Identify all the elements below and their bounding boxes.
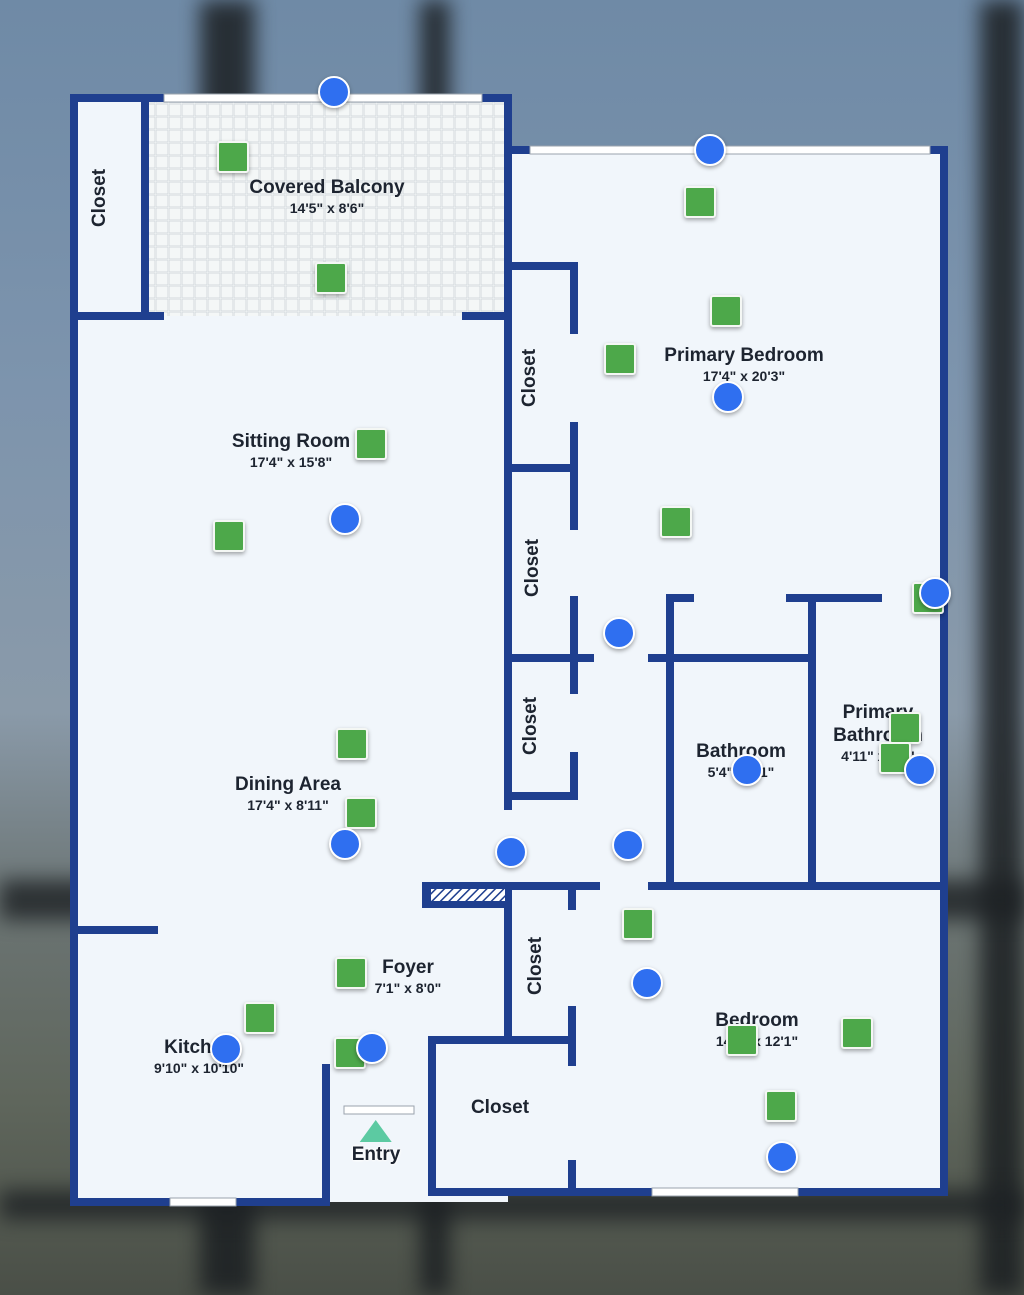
closet-label: Closet	[519, 348, 540, 408]
closet-label: Closet	[522, 538, 543, 598]
photo-marker[interactable]	[336, 728, 368, 760]
view-marker[interactable]	[210, 1033, 242, 1065]
photo-marker[interactable]	[345, 797, 377, 829]
view-marker[interactable]	[694, 134, 726, 166]
closet-label: Closet	[520, 696, 541, 756]
photo-marker[interactable]	[660, 506, 692, 538]
room-name: Bathroom	[696, 741, 786, 762]
closet-name: Closet	[470, 1097, 530, 1118]
room-label-foyer: Foyer 7'1" x 8'0"	[375, 957, 442, 997]
view-marker[interactable]	[495, 836, 527, 868]
closet-label: Closet	[89, 168, 110, 228]
room-name: Primary Bedroom	[664, 345, 824, 366]
room-label-primary-bedroom: Primary Bedroom 17'4" x 20'3"	[664, 345, 823, 385]
view-marker[interactable]	[766, 1141, 798, 1173]
room-dimensions: 17'4" x 15'8"	[249, 453, 333, 470]
view-marker[interactable]	[731, 754, 763, 786]
photo-marker[interactable]	[684, 186, 716, 218]
room-dimensions: 17'4" x 8'11"	[247, 796, 329, 813]
entry-indicator[interactable]: Entry	[351, 1120, 401, 1166]
photo-marker[interactable]	[217, 141, 249, 173]
photo-marker[interactable]	[244, 1002, 276, 1034]
photo-marker[interactable]	[765, 1090, 797, 1122]
photo-marker[interactable]	[726, 1024, 758, 1056]
entry-arrow-icon	[359, 1120, 392, 1142]
view-marker[interactable]	[612, 829, 644, 861]
view-marker[interactable]	[631, 967, 663, 999]
photo-marker[interactable]	[841, 1017, 873, 1049]
closet-label: Closet	[525, 936, 546, 996]
room-dimensions: 7'1" x 8'0"	[374, 979, 442, 996]
photo-marker[interactable]	[315, 262, 347, 294]
photo-marker[interactable]	[889, 712, 921, 744]
photo-marker[interactable]	[355, 428, 387, 460]
room-label-covered-balcony: Covered Balcony 14'5" x 8'6"	[249, 177, 404, 217]
entry-label: Entry	[351, 1144, 401, 1165]
photo-marker[interactable]	[710, 295, 742, 327]
photo-marker[interactable]	[335, 957, 367, 989]
room-label-dining-area: Dining Area 17'4" x 8'11"	[235, 774, 341, 814]
room-label-sitting-room: Sitting Room 17'4" x 15'8"	[232, 431, 350, 471]
entry-door	[343, 1105, 415, 1115]
half-wall-hatch	[429, 887, 507, 903]
closet-label: Closet	[471, 1097, 529, 1120]
view-marker[interactable]	[329, 503, 361, 535]
room-name: Dining Area	[235, 774, 341, 795]
room-name: Covered Balcony	[249, 177, 405, 198]
photo-marker[interactable]	[213, 520, 245, 552]
view-marker[interactable]	[329, 828, 361, 860]
room-dimensions: 17'4" x 20'3"	[702, 367, 786, 384]
view-marker[interactable]	[904, 754, 936, 786]
room-name: Foyer	[382, 957, 434, 978]
photo-marker[interactable]	[604, 343, 636, 375]
room-dimensions: 14'5" x 8'6"	[289, 199, 365, 216]
view-marker[interactable]	[603, 617, 635, 649]
view-marker[interactable]	[919, 577, 951, 609]
background-post	[980, 0, 1024, 1295]
room-name: Sitting Room	[231, 431, 351, 452]
view-marker[interactable]	[712, 381, 744, 413]
photo-marker[interactable]	[622, 908, 654, 940]
view-marker[interactable]	[356, 1032, 388, 1064]
walls	[70, 94, 948, 1206]
view-marker[interactable]	[318, 76, 350, 108]
